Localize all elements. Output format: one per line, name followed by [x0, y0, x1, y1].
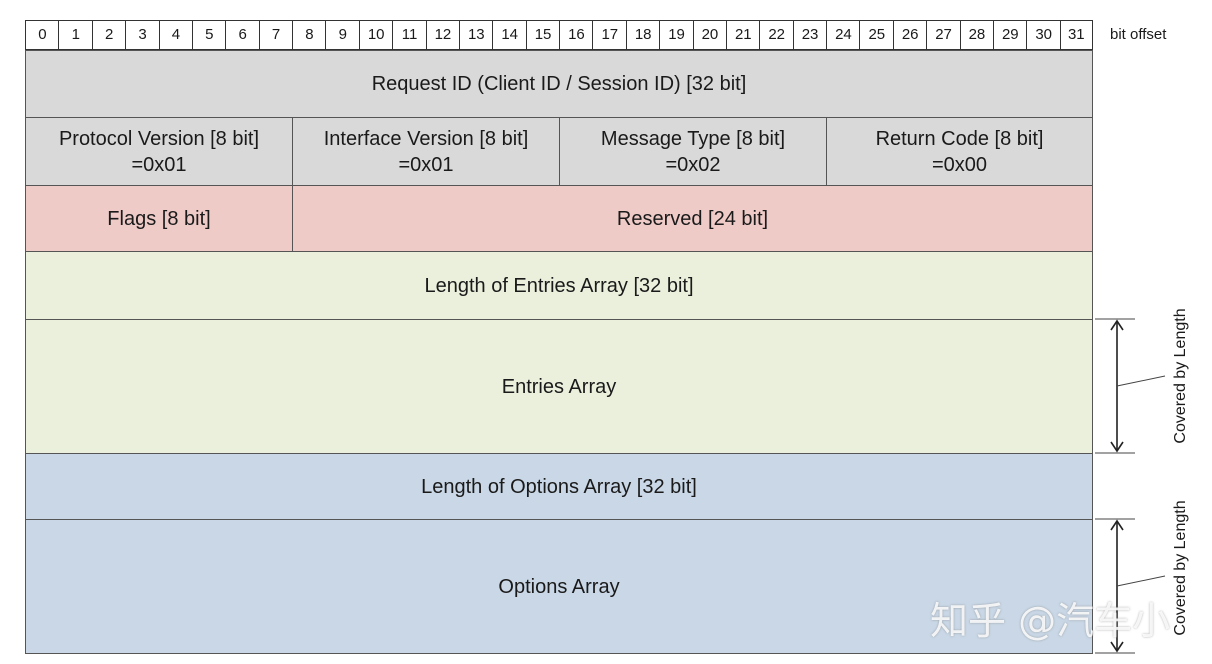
length-of-entries-field: Length of Entries Array [32 bit] [25, 251, 1093, 320]
bit-offset-cell: 2 [91, 20, 126, 50]
bit-offset-cell: 4 [158, 20, 193, 50]
interface-version-field: Interface Version [8 bit] =0x01 [292, 117, 560, 186]
covered-by-length-label-options: Covered by Length [1172, 500, 1189, 636]
bit-offset-cell: 3 [125, 20, 159, 50]
bit-offset-cell: 0 [25, 20, 59, 50]
entries-arrow-head-down [1110, 441, 1124, 453]
bit-offset-cell: 9 [325, 20, 360, 50]
entries-array-field: Entries Array [25, 319, 1093, 454]
options-arrow-head-down [1110, 641, 1124, 653]
bit-offset-cell: 26 [892, 20, 927, 50]
bit-offset-cell: 11 [392, 20, 426, 50]
bit-offset-cell: 12 [425, 20, 460, 50]
entries-leader-line [1116, 375, 1166, 387]
bit-offset-cell: 28 [959, 20, 994, 50]
reserved-field: Reserved [24 bit] [292, 185, 1093, 252]
bit-offset-cell: 23 [792, 20, 827, 50]
protocol-version-field: Protocol Version [8 bit] =0x01 [25, 117, 293, 186]
bit-offset-cell: 14 [492, 20, 527, 50]
bit-offset-cell: 20 [692, 20, 727, 50]
options-array-field: Options Array [25, 519, 1093, 654]
covered-by-length-label-entries: Covered by Length [1172, 308, 1189, 444]
options-leader-line [1116, 575, 1166, 587]
bit-offset-cell: 31 [1059, 20, 1093, 50]
bit-offset-cell: 22 [759, 20, 794, 50]
bit-offset-cell: 1 [58, 20, 93, 50]
bit-offset-cell: 29 [992, 20, 1027, 50]
request-id-field: Request ID (Client ID / Session ID) [32 … [25, 50, 1093, 118]
bit-offset-cell: 5 [191, 20, 226, 50]
bit-offset-cell: 25 [859, 20, 894, 50]
bit-offset-cell: 21 [725, 20, 760, 50]
options-arrow-head-up [1110, 519, 1124, 531]
message-type-field: Message Type [8 bit] =0x02 [559, 117, 827, 186]
bit-offset-cell: 10 [358, 20, 393, 50]
return-code-field: Return Code [8 bit] =0x00 [826, 117, 1093, 186]
bit-offset-cell: 13 [458, 20, 493, 50]
flags-field: Flags [8 bit] [25, 185, 293, 252]
length-of-options-field: Length of Options Array [32 bit] [25, 453, 1093, 520]
bit-offset-cell: 19 [659, 20, 693, 50]
covered-by-length-arrows [1095, 318, 1166, 654]
bit-offset-cell: 24 [826, 20, 860, 50]
bit-offset-cell: 15 [525, 20, 560, 50]
bit-offset-cell: 17 [592, 20, 627, 50]
bit-offset-cell: 16 [559, 20, 593, 50]
bit-offset-cell: 6 [225, 20, 260, 50]
bit-offset-label: bit offset [1110, 26, 1167, 43]
bit-offset-cell: 18 [625, 20, 660, 50]
bit-offset-cell: 8 [292, 20, 326, 50]
bit-offset-cell: 7 [258, 20, 293, 50]
entries-arrow-head-up [1110, 319, 1124, 331]
bit-offset-cell: 27 [926, 20, 960, 50]
watermark: 知乎 @汽车小 [930, 599, 1171, 643]
bit-offset-cell: 30 [1026, 20, 1061, 50]
